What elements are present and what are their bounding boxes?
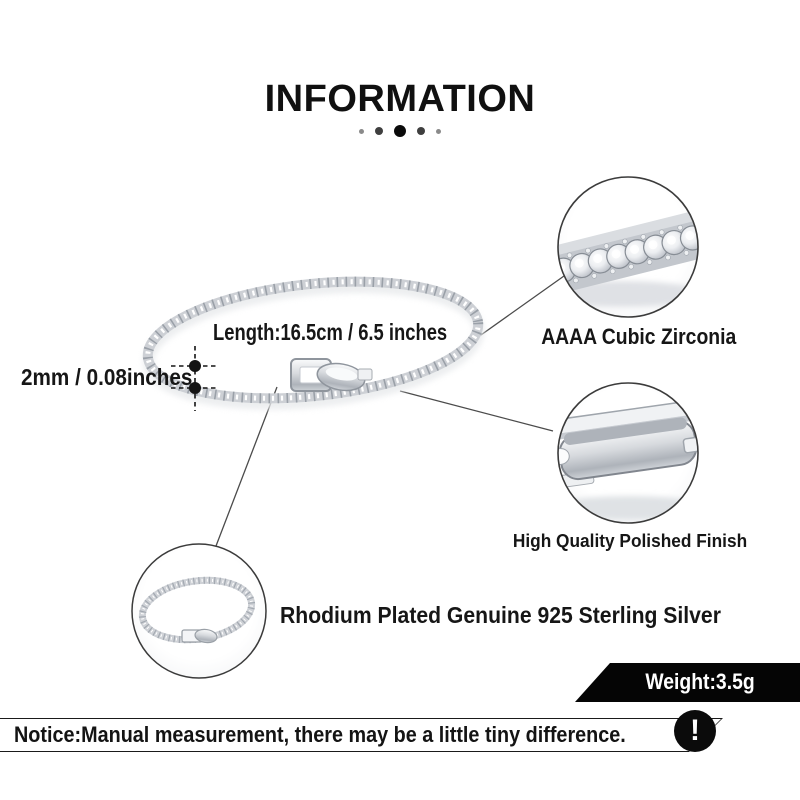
bracelet-clasp: [290, 358, 373, 392]
leader-line-clasp: [399, 390, 554, 432]
decor-dot-icon: [394, 125, 406, 137]
band-width-marker: [171, 346, 219, 411]
callout-circle-clasp: [557, 382, 699, 524]
decor-dot-icon: [417, 127, 425, 135]
notice-text: Notice:Manual measurement, there may be …: [14, 722, 626, 747]
weight-banner: [575, 663, 800, 702]
length-label: Length:16.5cm / 6.5 inches: [213, 319, 448, 345]
title-decor-dots: [0, 122, 800, 140]
leader-line-bracelet: [215, 386, 278, 547]
marker-dot-bottom: [189, 382, 201, 394]
callout-circle-bracelet: [131, 543, 267, 679]
decor-dot-icon: [375, 127, 383, 135]
decor-dot-icon: [359, 128, 364, 134]
bracelet-photo: [142, 276, 485, 410]
exclamation-glyph: !: [690, 714, 700, 747]
callout-label-bracelet: Rhodium Plated Genuine 925 Sterling Silv…: [280, 602, 721, 628]
callout-label-clasp: High Quality Polished Finish: [512, 531, 748, 551]
weight-label: Weight:3.5g: [645, 669, 755, 694]
marker-dot-top: [189, 360, 201, 372]
exclamation-icon: !: [674, 710, 716, 752]
page-title: INFORMATION: [264, 78, 536, 120]
band-width-label: 2mm / 0.08inches: [21, 364, 193, 390]
callout-label-stones: AAAA Cubic Zirconia: [541, 324, 737, 349]
callout-circle-stones: [557, 176, 699, 318]
decor-dot-icon: [436, 128, 441, 134]
leader-lines: [215, 275, 565, 547]
